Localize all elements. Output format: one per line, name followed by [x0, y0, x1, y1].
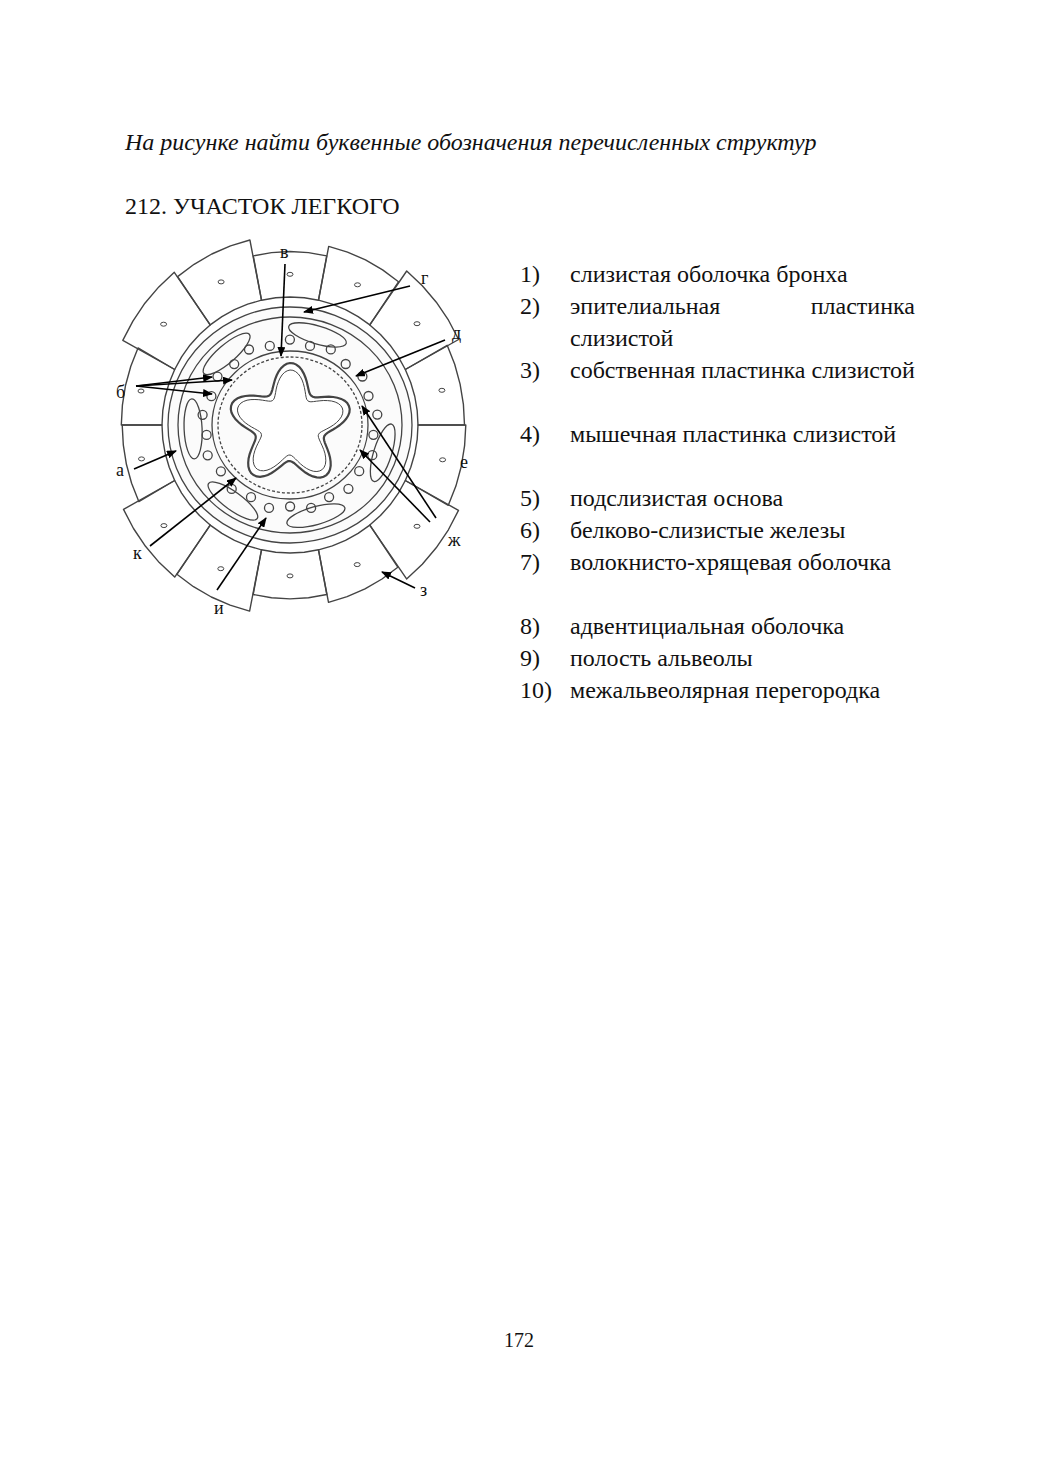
list-item: полость альвеолы — [570, 642, 915, 674]
list-item: подслизистая основа — [570, 482, 915, 514]
list-item: собственная пластинка слизистой — [570, 354, 915, 386]
list-number: 1) — [520, 258, 570, 290]
instruction-text: На рисунке найти буквенные обозначения п… — [125, 126, 915, 158]
callout-letter: е — [460, 452, 468, 472]
callout-letter: в — [280, 242, 289, 262]
list-item: адвентициальная оболочка — [570, 610, 915, 642]
list-number: 10) — [520, 674, 570, 706]
callout-letter: к — [133, 543, 142, 563]
callout-letter: а — [116, 460, 124, 480]
callout-letter: з — [420, 580, 427, 600]
page-number: 172 — [504, 1324, 534, 1356]
list-item: межальвеолярная перегородка — [570, 674, 915, 706]
list-number: 6) — [520, 514, 570, 546]
list-item: слизистая оболочка бронха — [570, 258, 915, 290]
list-number: 2) — [520, 290, 570, 322]
list-number: 9) — [520, 642, 570, 674]
callout-letter: г — [421, 268, 428, 288]
list-item: волокнисто-хрящевая оболочка — [570, 546, 915, 578]
list-item: белково-слизистые железы — [570, 514, 915, 546]
section-title: 212. УЧАСТОК ЛЕГКОГО — [125, 190, 915, 222]
list-item: мышечная пластинка слизистой — [570, 418, 915, 450]
list-number: 4) — [520, 418, 570, 450]
callout-letter: д — [452, 323, 461, 343]
list-item: эпителиальная пластинка слизистой — [570, 290, 915, 354]
callout-letter: ж — [448, 530, 460, 550]
list-number: 7) — [520, 546, 570, 578]
list-number: 3) — [520, 354, 570, 386]
callout-letter: б — [116, 382, 125, 402]
list-number: 5) — [520, 482, 570, 514]
list-number: 8) — [520, 610, 570, 642]
callout-letter: и — [214, 598, 224, 618]
